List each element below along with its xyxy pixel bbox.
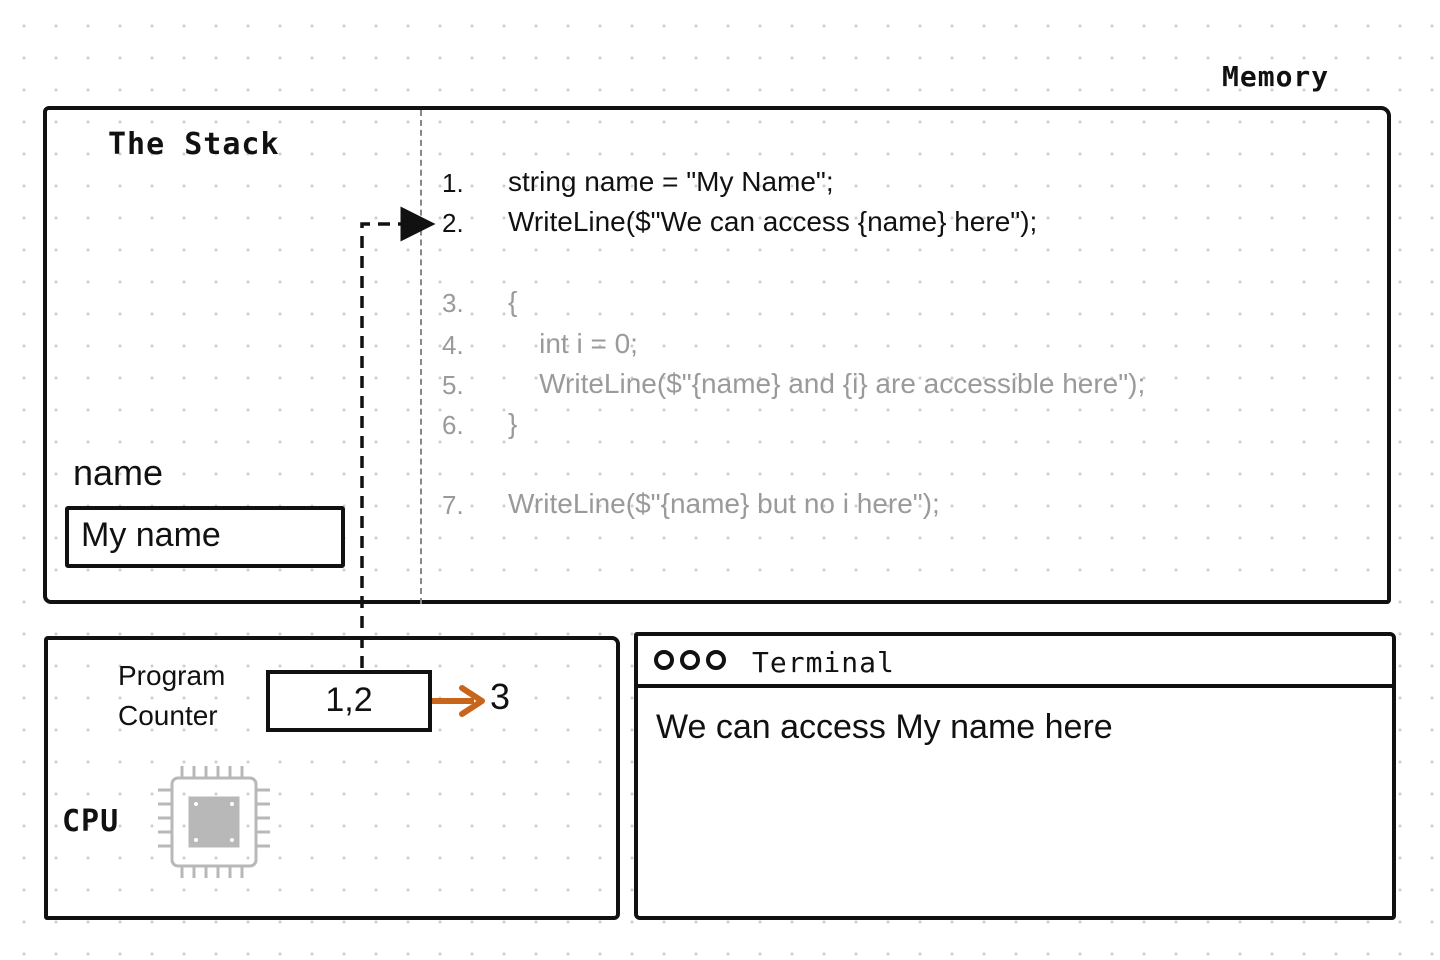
- program-counter-next-value: 3: [490, 676, 511, 717]
- memory-region: [43, 106, 1391, 604]
- terminal-title-bar: Terminal: [638, 636, 1392, 688]
- stack-divider: [420, 110, 422, 604]
- stack-title: The Stack: [108, 127, 280, 162]
- line-number-4: 4.: [442, 330, 464, 360]
- code-line-2: WriteLine($"We can access {name} here");: [508, 206, 1038, 237]
- window-control-dot-icon: [706, 650, 726, 670]
- code-line-6: }: [508, 408, 518, 439]
- code-line-5: WriteLine($"{name} and {i} are accessibl…: [508, 368, 1146, 399]
- stack-variable-value: My name: [65, 506, 345, 568]
- window-control-dot-icon: [654, 650, 674, 670]
- code-line-4: int i = 0;: [508, 328, 638, 359]
- code-line-7: WriteLine($"{name} but no i here");: [508, 488, 940, 519]
- line-number-1: 1.: [442, 168, 464, 198]
- program-counter-value: 1,2: [266, 670, 432, 732]
- next-instruction-arrow-icon: [432, 685, 485, 717]
- terminal-title: Terminal: [752, 646, 895, 679]
- program-counter-pointer-arrow: [360, 206, 436, 668]
- program-counter-label-line-1: Program: [118, 660, 226, 691]
- terminal-output: We can access My name here: [656, 708, 1113, 746]
- program-counter-label: Program Counter: [118, 656, 225, 736]
- window-control-dot-icon: [680, 650, 700, 670]
- line-number-7: 7.: [442, 490, 464, 520]
- memory-label: Memory: [1222, 60, 1330, 93]
- cpu-label: CPU: [62, 804, 120, 839]
- line-number-2: 2.: [442, 208, 464, 238]
- cpu-chip-icon: [158, 766, 270, 878]
- code-line-1: string name = "My Name";: [508, 166, 834, 197]
- line-number-3: 3.: [442, 288, 464, 318]
- stack-variable-name: name: [73, 452, 164, 493]
- line-number-5: 5.: [442, 370, 464, 400]
- terminal-window: Terminal We can access My name here: [634, 632, 1396, 920]
- line-number-6: 6.: [442, 410, 464, 440]
- code-line-3: {: [508, 286, 518, 317]
- program-counter-label-line-2: Counter: [118, 700, 218, 731]
- cpu-region: [44, 636, 620, 920]
